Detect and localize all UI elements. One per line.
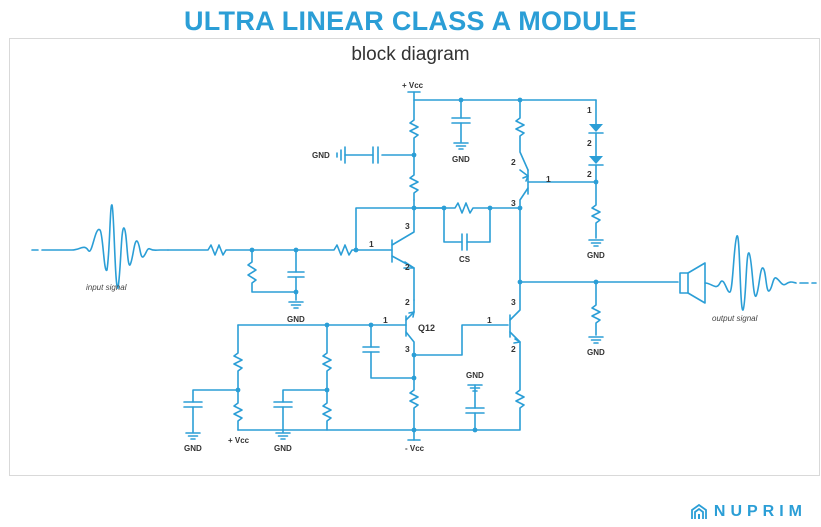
vee-label: - Vcc xyxy=(405,444,425,453)
qlr-pin-2: 2 xyxy=(511,344,516,354)
transistor-q-upper-right xyxy=(519,169,597,209)
brand-logo-icon xyxy=(690,503,707,519)
input-signal-waveform xyxy=(31,204,169,289)
output-signal-waveform xyxy=(704,235,817,311)
qlr-pin-3: 3 xyxy=(511,297,516,307)
input-signal-label: input signal xyxy=(86,283,127,292)
output-node xyxy=(519,207,679,344)
vcc-bottom-label: + Vcc xyxy=(228,436,250,445)
vcc-rail xyxy=(407,91,597,201)
qr-pin-3: 3 xyxy=(511,198,516,208)
transistor-q1 xyxy=(391,199,415,301)
diode1-pin-2: 2 xyxy=(587,138,592,148)
q12-label: Q12 xyxy=(418,323,435,333)
diagram-frame xyxy=(9,38,820,476)
gnd-label-left: GND xyxy=(184,444,202,453)
cs-network xyxy=(413,202,521,251)
q1-pin-2: 2 xyxy=(405,262,410,272)
gnd-label-diode: GND xyxy=(587,251,605,260)
decoupling-cap-top-left xyxy=(336,146,415,164)
page-title-text: ULTRA LINEAR CLASS A MODULE xyxy=(173,6,648,36)
transistor-q-lower-right xyxy=(237,281,525,431)
brand-logo-text: NUPRIM xyxy=(713,503,807,520)
brand-logo: NUPRIM xyxy=(690,502,807,522)
gnd-label-top: GND xyxy=(452,155,470,164)
gnd-label-output: GND xyxy=(587,348,605,357)
input-shunt-network xyxy=(247,249,305,309)
page-subtitle: block diagram xyxy=(351,44,470,65)
page-title: ULTRA LINEAR CLASS A MODULE xyxy=(0,6,821,37)
diode-string xyxy=(588,99,604,247)
speaker-icon xyxy=(679,262,706,304)
input-series-resistor xyxy=(167,244,253,256)
q1-pin-1: 1 xyxy=(369,239,374,249)
qr-pin-1: 1 xyxy=(546,174,551,184)
decoupling-cap-bottom xyxy=(465,384,485,431)
gnd-label-bottom: GND xyxy=(466,371,484,380)
emitter-resistor-q12 xyxy=(407,324,509,441)
cs-label: CS xyxy=(459,255,471,264)
decoupling-cap-top xyxy=(451,99,471,150)
qlr-pin-1: 1 xyxy=(487,315,492,325)
bias-network-left xyxy=(183,324,243,440)
q12-pin-2: 2 xyxy=(405,297,410,307)
gnd-label-top-left: GND xyxy=(312,151,330,160)
collector-resistor-right xyxy=(515,99,529,171)
gnd-label-mid: GND xyxy=(274,444,292,453)
bias-network-mid xyxy=(273,324,332,440)
q12-pin-3: 3 xyxy=(405,344,410,354)
diode1-pin-1: 1 xyxy=(587,105,592,115)
gnd-label-input: GND xyxy=(287,315,305,324)
q1-pin-3: 3 xyxy=(405,221,410,231)
qr-pin-2: 2 xyxy=(511,157,516,167)
output-signal-label: output signal xyxy=(712,314,758,323)
junction-dots xyxy=(235,97,599,433)
transistor-q12 xyxy=(237,299,415,379)
vcc-top-label: + Vcc xyxy=(402,81,424,90)
diode2-pin-2: 2 xyxy=(587,169,592,179)
q12-pin-1: 1 xyxy=(383,315,388,325)
